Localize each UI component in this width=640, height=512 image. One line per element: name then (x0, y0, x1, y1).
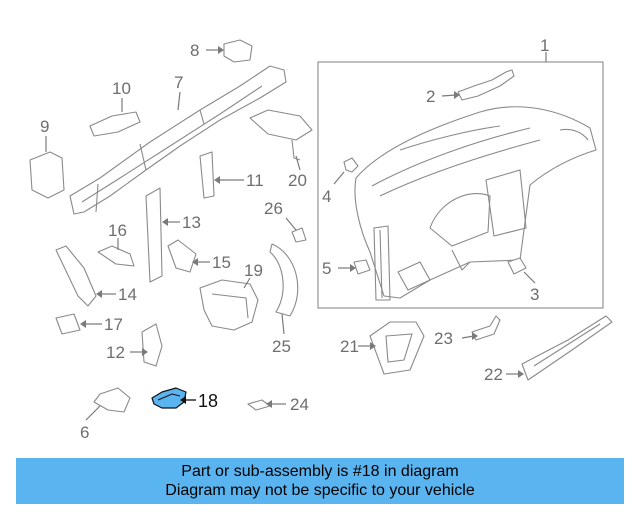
callout-11: 11 (246, 171, 264, 190)
callout-5: 5 (322, 259, 331, 278)
part-18-bracket-highlighted (151, 387, 196, 409)
part-21-glove-box (358, 321, 425, 375)
part-1-instrument-panel (317, 52, 604, 309)
callout-3: 3 (530, 285, 539, 304)
part-25-end-panel (269, 243, 299, 335)
callout-25: 25 (272, 337, 291, 356)
callout-10: 10 (112, 79, 131, 98)
part-2-bracket (441, 69, 515, 101)
callout-19: 19 (244, 261, 263, 280)
part-15-bracket (167, 239, 210, 273)
callout-6: 6 (80, 423, 89, 442)
part-4-clip (333, 157, 359, 185)
callout-26: 26 (264, 199, 283, 218)
callout-9: 9 (40, 117, 49, 136)
part-8-bracket (206, 39, 253, 63)
parts-diagram: 1 2 3 4 5 6 7 8 9 10 11 12 13 14 15 16 1… (29, 36, 613, 442)
part-17-bracket (55, 313, 102, 335)
part-13-stay (145, 187, 180, 283)
callout-8: 8 (190, 41, 199, 60)
part-23-bracket (461, 315, 501, 341)
banner-line-2: Diagram may not be specific to your vehi… (165, 482, 475, 499)
part-11-stay (199, 151, 244, 199)
callout-15: 15 (212, 253, 231, 272)
part-16-bracket (97, 238, 135, 267)
callout-23: 23 (434, 329, 453, 348)
callout-16: 16 (108, 221, 127, 240)
callout-14: 14 (118, 285, 137, 304)
callout-4: 4 (322, 187, 331, 206)
part-20-bracket (249, 109, 313, 171)
part-7-cross-beam (69, 65, 287, 215)
part-14-bracket (55, 245, 116, 307)
part-10-bracket (89, 98, 141, 137)
callout-18: 18 (198, 391, 218, 411)
callout-20: 20 (288, 171, 307, 190)
part-24-clip (247, 399, 286, 411)
callout-2: 2 (426, 87, 435, 106)
part-26-clip (285, 217, 307, 243)
callout-7: 7 (174, 73, 183, 92)
banner-line-1: Part or sub-assembly is #18 in diagram (181, 463, 459, 480)
callout-17: 17 (104, 315, 123, 334)
part-5-clip (338, 259, 371, 275)
callout-13: 13 (182, 213, 201, 232)
callout-12: 12 (106, 343, 125, 362)
callout-1: 1 (540, 36, 549, 55)
callout-24: 24 (290, 395, 309, 414)
part-9-bracket (29, 136, 65, 199)
part-3-clip (507, 257, 536, 284)
part-19-bracket (199, 277, 259, 331)
part-12-bracket (130, 323, 163, 367)
callout-21: 21 (340, 337, 359, 356)
info-banner: Part or sub-assembly is #18 in diagram D… (16, 458, 624, 504)
part-6-bracket (85, 387, 131, 421)
part-22-reinforcement (506, 315, 613, 381)
callout-22: 22 (484, 365, 503, 384)
